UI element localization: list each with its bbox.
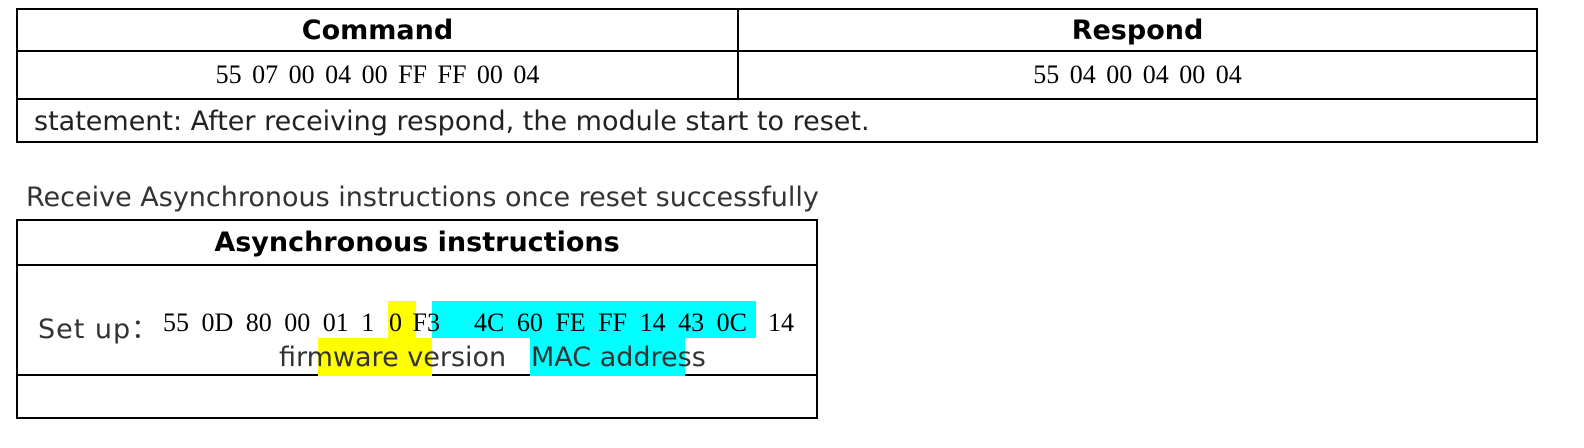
setup-label: Set up： [38, 314, 160, 345]
command-respond-table: Command Respond 55 07 00 04 00 FF FF 00 … [16, 8, 1538, 143]
setup-bytes-prefix: 55 0D 80 00 01 1 [163, 308, 375, 337]
command-header: Command [301, 14, 454, 46]
async-header-row: Asynchronous instructions [18, 221, 816, 266]
respond-header-cell: Respond [739, 10, 1536, 50]
mac-label-highlight [530, 338, 685, 376]
table-header-row: Command Respond [18, 10, 1536, 52]
firmware-version-label: firmware version [279, 342, 507, 373]
async-instructions-table: Asynchronous instructions Set up： 55 0D … [16, 219, 818, 419]
statement-text: statement: After receiving respond, the … [34, 106, 870, 137]
command-bytes: 55 07 00 04 00 FF FF 00 04 [215, 60, 540, 89]
respond-bytes: 55 04 00 04 00 04 [1033, 60, 1242, 89]
column-divider [737, 10, 739, 50]
mac-bytes-highlight [432, 301, 756, 338]
setup-bytes-firmware: 0 F3 [389, 308, 440, 337]
firmware-bytes-highlight [388, 301, 416, 338]
command-cell: 55 07 00 04 00 FF FF 00 04 [18, 52, 737, 98]
respond-header: Respond [1071, 14, 1204, 46]
table-row: 55 07 00 04 00 FF FF 00 04 55 04 00 04 0… [18, 52, 1536, 100]
async-header: Asynchronous instructions [214, 227, 620, 258]
firmware-label-highlight [318, 338, 432, 376]
command-header-cell: Command [18, 10, 737, 50]
async-caption: Receive Asynchronous instructions once r… [26, 182, 819, 213]
column-divider [737, 52, 739, 98]
empty-row [18, 376, 816, 417]
setup-bytes-end: 14 [768, 308, 794, 337]
setup-bytes-mac: 4C 60 FE FF 14 43 0C [474, 308, 747, 337]
statement-row: statement: After receiving respond, the … [18, 100, 1536, 143]
mac-address-label: MAC address [531, 342, 706, 373]
setup-row: Set up： 55 0D 80 00 01 1 0 F3 4C 60 FE F… [18, 266, 816, 376]
respond-cell: 55 04 00 04 00 04 [739, 52, 1536, 98]
